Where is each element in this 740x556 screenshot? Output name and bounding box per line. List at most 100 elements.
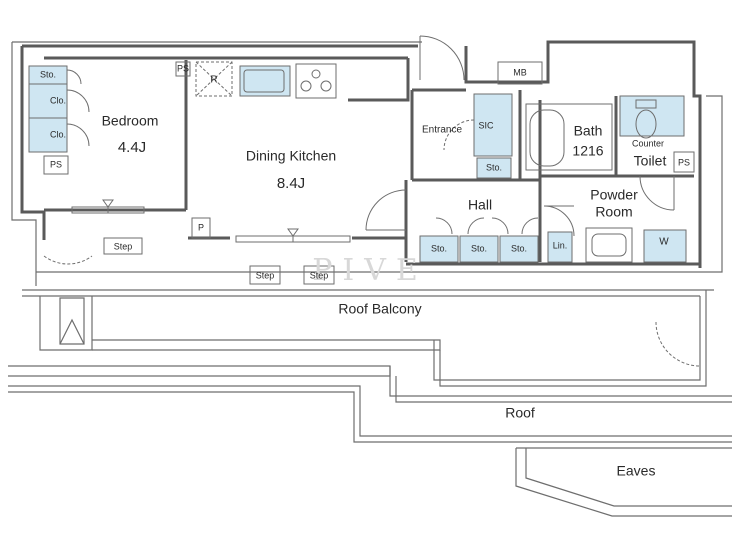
burner-1 — [300, 80, 312, 92]
walls — [20, 40, 702, 268]
fridge-diag-2 — [195, 61, 233, 97]
toilet-ps-label: PS — [678, 157, 690, 167]
balcony-parapet — [92, 339, 441, 351]
bedroom-closet-1-label: Clo. — [50, 95, 66, 105]
roof-edge-step-inner — [395, 376, 732, 403]
step-box-3 — [303, 265, 335, 285]
kitchen-ps-box — [175, 61, 191, 77]
outer-right-line — [36, 95, 723, 273]
hall-storage-3-box — [499, 235, 539, 263]
dining-kitchen-size: 8.4J — [277, 175, 305, 192]
toilet-tank — [635, 99, 657, 109]
dining-kitchen-label: Dining Kitchen — [246, 148, 336, 164]
hall-label: Hall — [468, 197, 492, 213]
storage-fills — [28, 65, 687, 263]
bathtub-basin — [529, 109, 565, 167]
bedroom-storage-label: Sto. — [40, 69, 56, 79]
entrance-swing-arc — [443, 119, 475, 151]
bedroom-storage-door — [66, 69, 82, 85]
burner-3 — [311, 69, 321, 79]
hall-storage-1-label: Sto. — [431, 243, 447, 253]
hall-door-arc — [365, 189, 407, 231]
p-box — [191, 217, 211, 239]
balcony-right-door-arc — [655, 321, 701, 367]
balcony-right-edge — [433, 296, 701, 381]
fridge-diag-1 — [195, 61, 233, 97]
powder-vanity — [585, 227, 633, 263]
mb-label: MB — [513, 67, 527, 77]
toilet-door-arc — [639, 175, 675, 211]
stair-arrow — [59, 318, 85, 345]
bedroom-closet-1-box — [28, 83, 68, 119]
step-box-1 — [103, 237, 143, 255]
fridge-label: R — [210, 75, 217, 86]
hall-storage-2-label: Sto. — [471, 243, 487, 253]
windows — [71, 199, 351, 243]
eaves-outline-inner — [525, 448, 732, 507]
powder-room-label-line2: Room — [595, 204, 632, 220]
wall-top-right — [464, 40, 702, 268]
toilet-label: Toilet — [634, 153, 667, 169]
hall-storage-3-label: Sto. — [511, 243, 527, 253]
cooktop — [295, 63, 337, 99]
bedroom-closet-2-label: Clo. — [50, 129, 66, 139]
hall-storage-door-3 — [491, 217, 509, 235]
fridge-space — [195, 61, 233, 97]
burner-2 — [320, 80, 332, 92]
hall-storage-top-label: Sto. — [486, 162, 502, 172]
kitchen-ps-label: PS — [177, 63, 189, 73]
fixture-labels: Sto. Clo. Clo. PS PS R P MB SIC Sto. Sto… — [40, 63, 690, 280]
outer-left-line — [11, 42, 37, 244]
outline-lines — [8, 41, 732, 517]
balcony-left-door-arc — [43, 255, 93, 265]
p-label: P — [198, 222, 204, 232]
bedroom-ps-label: PS — [50, 159, 62, 169]
wall-left — [20, 46, 46, 240]
door-swings — [43, 35, 701, 367]
eaves-label: Eaves — [617, 463, 656, 479]
kitchen-sink-box — [239, 65, 291, 97]
toilet-ps-box — [673, 151, 695, 173]
sic-label: SIC — [478, 120, 494, 130]
room-labels: Bedroom 4.4J Dining Kitchen 8.4J Entranc… — [102, 113, 667, 479]
wall-kitchen-top-right — [348, 58, 410, 102]
hall-storage-door-4 — [521, 217, 539, 235]
watermark-text: PIVE — [312, 253, 428, 288]
entrance-label: Entrance — [422, 125, 462, 136]
linen-label: Lin. — [553, 240, 568, 250]
balcony-right-edge-outer — [439, 290, 707, 387]
eaves-outline — [515, 448, 732, 517]
bath-size: 1216 — [572, 143, 603, 159]
hall-storage-1-box — [419, 235, 459, 263]
roof-edge-top — [8, 365, 391, 377]
roof-lower-line — [8, 385, 732, 437]
fixtures-drawing — [43, 61, 695, 285]
bedroom-closet-2-box — [28, 117, 68, 153]
entrance-door-arc — [419, 35, 465, 81]
counter-label: Counter — [632, 138, 664, 148]
step-label-3: Step — [310, 270, 329, 280]
step-box-2 — [249, 265, 281, 285]
bath-label: Bath — [574, 123, 603, 139]
bathtub-outer — [525, 103, 613, 171]
hall-storage-top-box — [476, 157, 512, 179]
mb-box — [497, 61, 543, 85]
kitchen-window-marker — [287, 228, 299, 237]
linen-box — [547, 231, 573, 263]
powder-basin — [591, 233, 627, 257]
roof-balcony-label: Roof Balcony — [338, 301, 421, 317]
hall-storage-door-2 — [467, 217, 485, 235]
bedroom-window-marker — [102, 199, 114, 208]
step-label-2: Step — [256, 270, 275, 280]
balcony-stair-box — [39, 296, 93, 351]
roof-label: Roof — [505, 405, 535, 421]
bedroom-label: Bedroom — [102, 113, 159, 129]
roof-lower-line-inner — [8, 391, 732, 443]
bedroom-size: 4.4J — [118, 139, 146, 156]
kitchen-sink — [243, 69, 285, 93]
washer-box — [643, 229, 687, 263]
washer-label: W — [659, 237, 669, 248]
bedroom-closet-door-1 — [66, 89, 90, 113]
